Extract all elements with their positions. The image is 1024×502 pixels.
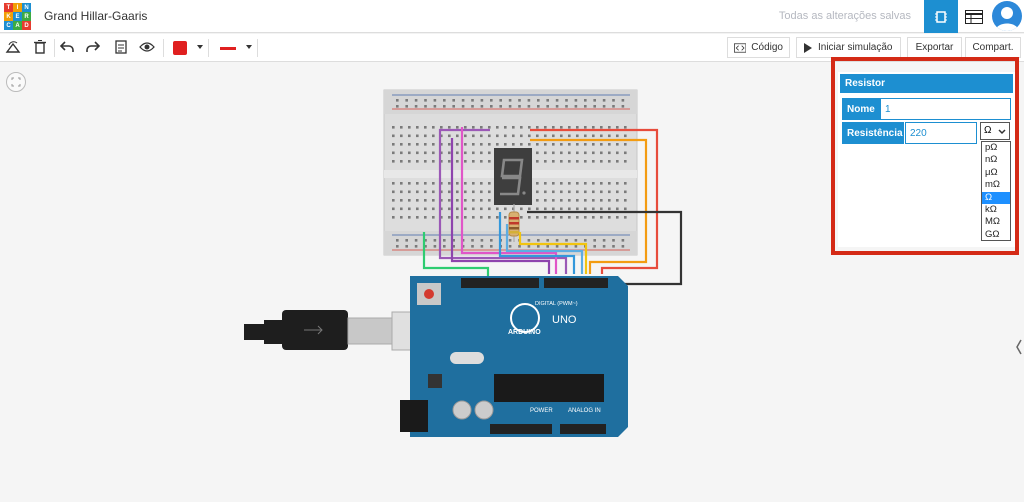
chevron-down-icon[interactable] bbox=[246, 45, 252, 49]
unit-option[interactable]: μΩ bbox=[985, 166, 998, 178]
name-label: Nome bbox=[842, 98, 880, 120]
user-icon bbox=[995, 7, 1019, 31]
seven-segment-display[interactable] bbox=[494, 148, 532, 205]
component-list-button[interactable] bbox=[962, 8, 986, 26]
chevron-down-icon bbox=[998, 129, 1006, 135]
tinkercad-logo[interactable]: T I N K E R C A D bbox=[4, 3, 31, 30]
chip-icon bbox=[935, 10, 947, 23]
unit-option[interactable]: MΩ bbox=[985, 216, 1001, 228]
arduino-uno-board[interactable]: ARDUINO UNO DIGITAL (PWM~) POWER ANALOG … bbox=[400, 276, 628, 437]
circuit-view-button[interactable] bbox=[924, 0, 958, 33]
unit-option[interactable]: nΩ bbox=[985, 154, 998, 166]
wires[interactable] bbox=[422, 127, 683, 286]
unit-option-selected[interactable]: Ω bbox=[982, 191, 1010, 204]
code-button[interactable]: Código bbox=[727, 37, 790, 58]
board-model: UNO bbox=[552, 314, 577, 326]
chevron-left-icon[interactable] bbox=[1014, 332, 1024, 362]
undo-icon[interactable] bbox=[58, 38, 76, 56]
power-label: POWER bbox=[530, 408, 553, 414]
line-style-picker[interactable] bbox=[220, 47, 236, 50]
fill-color-picker[interactable] bbox=[173, 41, 187, 55]
top-bar: T I N K E R C A D Grand Hillar-Gaaris To… bbox=[0, 0, 1024, 33]
divider bbox=[257, 39, 258, 57]
name-row: Nome 1 bbox=[842, 98, 1011, 120]
visibility-icon[interactable] bbox=[138, 38, 156, 56]
analog-label: ANALOG IN bbox=[568, 408, 601, 414]
digital-pins-label: DIGITAL (PWM~) bbox=[535, 301, 578, 307]
divider bbox=[54, 39, 55, 57]
resistance-input[interactable]: 220 bbox=[905, 122, 977, 144]
save-status: Todas as alterações salvas bbox=[778, 10, 911, 22]
play-icon bbox=[804, 42, 812, 53]
resistor[interactable] bbox=[508, 204, 520, 242]
resistance-label: Resistência bbox=[842, 122, 904, 144]
unit-option[interactable]: kΩ bbox=[985, 203, 997, 215]
resistance-row: Resistência 220 bbox=[842, 122, 979, 144]
share-button[interactable]: Compart. bbox=[965, 37, 1021, 58]
rotate-icon[interactable] bbox=[4, 38, 22, 56]
zoom-to-fit-button[interactable] bbox=[6, 72, 26, 92]
unit-option[interactable]: GΩ bbox=[985, 228, 1000, 240]
unit-dropdown-list[interactable]: pΩ nΩ μΩ mΩ Ω kΩ MΩ GΩ bbox=[981, 141, 1011, 241]
user-avatar[interactable] bbox=[992, 1, 1022, 31]
inspector-title: Resistor bbox=[840, 74, 1013, 93]
fit-view-icon bbox=[11, 77, 21, 87]
unit-option[interactable]: mΩ bbox=[985, 179, 1001, 191]
component-inspector: Resistor Nome 1 Resistência 220 bbox=[838, 72, 1015, 247]
table-icon bbox=[965, 10, 983, 24]
circuit-canvas[interactable]: ARDUINO UNO DIGITAL (PWM~) POWER ANALOG … bbox=[0, 62, 1024, 502]
chevron-down-icon[interactable] bbox=[197, 45, 203, 49]
design-title[interactable]: Grand Hillar-Gaaris bbox=[44, 9, 148, 23]
unit-option[interactable]: pΩ bbox=[985, 142, 998, 153]
divider bbox=[163, 39, 164, 57]
board-brand: ARDUINO bbox=[508, 329, 541, 336]
divider bbox=[208, 39, 209, 57]
start-simulation-button[interactable]: Iniciar simulação bbox=[796, 37, 901, 58]
unit-select[interactable]: Ω bbox=[980, 122, 1010, 140]
code-icon bbox=[734, 42, 747, 53]
delete-icon[interactable] bbox=[31, 38, 49, 56]
highlight-frame bbox=[831, 57, 1019, 255]
usb-cable[interactable] bbox=[244, 310, 433, 351]
name-input[interactable]: 1 bbox=[880, 98, 1011, 120]
redo-icon[interactable] bbox=[84, 38, 102, 56]
export-button[interactable]: Exportar bbox=[907, 37, 962, 58]
notes-icon[interactable] bbox=[112, 38, 130, 56]
